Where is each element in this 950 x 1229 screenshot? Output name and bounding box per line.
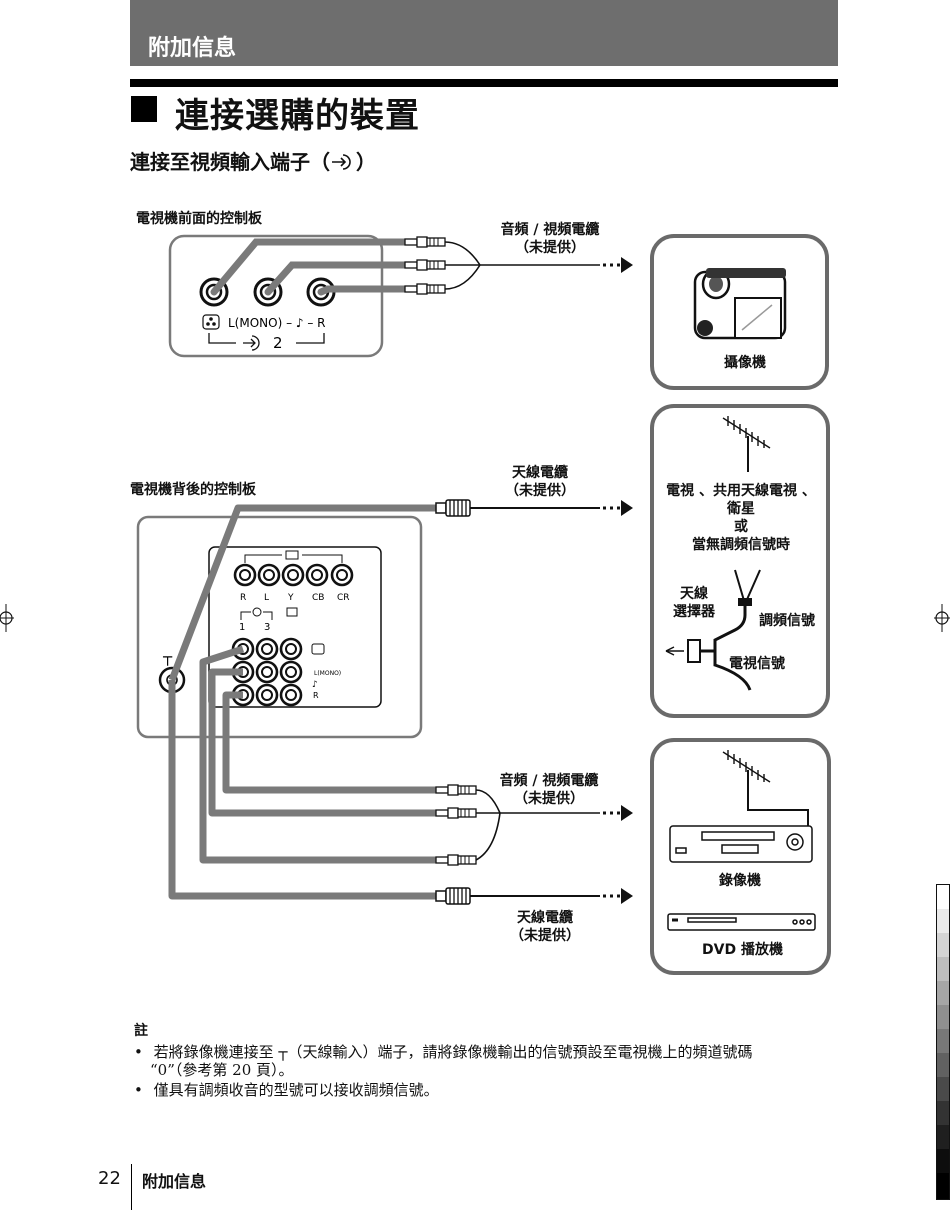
note-item-1: • 若將錄像機連接至 ┬（天線輸入）端子，請將錄像機輸出的信號預設至電視機上的頻…: [134, 1042, 834, 1062]
footer-section: 附加信息: [142, 1172, 207, 1191]
front-input-icon: [243, 335, 260, 351]
tv-antenna-icon: [722, 416, 771, 472]
page-title: 連接選購的裝置: [175, 96, 420, 136]
camcorder-label: 攝像機: [724, 355, 766, 371]
vcr-icon: [669, 825, 813, 863]
rear-side-label-lmono: L(MONO): [314, 670, 341, 677]
cable-av-1-line1: 音頻 / 視頻電纜: [500, 222, 600, 238]
rear-panel-label: 電視機背後的控制板: [130, 482, 256, 498]
antenna-selector-icon: [665, 569, 761, 691]
subtitle-end: ）: [356, 150, 376, 174]
subtitle-text: 連接至視頻輸入端子（: [130, 150, 330, 174]
antenna-selector-label: 天線 選擇器: [664, 585, 724, 621]
registration-mark-right-icon: [934, 604, 950, 632]
page-subtitle: 連接至視頻輸入端子（ ）: [130, 146, 376, 175]
cable-ant-label-2: 天線電纜 （未提供）: [480, 909, 610, 945]
title-square-icon: [131, 96, 157, 122]
grayscale-strip: [936, 884, 950, 1200]
cable-ant-label-1: 天線電纜 （未提供）: [475, 464, 605, 500]
section-header: 附加信息: [148, 36, 237, 61]
tv-signal-label: 電視信號: [729, 656, 785, 672]
cable-av-label-1: 音頻 / 視頻電纜 （未提供）: [470, 221, 630, 257]
front-jack-caption: L(MONO) – ♪ – R: [228, 316, 326, 330]
antenna-box-line3: 或: [734, 519, 748, 535]
antenna-box-text: 電視 、共用天線電視 、 衛星 或 當無調頻信號時: [656, 482, 826, 554]
fm-signal-label: 調頻信號: [759, 613, 815, 629]
selector-line2: 選擇器: [673, 604, 715, 620]
note-text-1-cont: “0”（參考第 20 頁）。: [150, 1061, 294, 1079]
component-label-r: R: [240, 593, 246, 603]
cable-av-2-line2: （未提供）: [514, 791, 584, 807]
rear-side-label-note: ♪: [312, 680, 318, 690]
video-jack-icon: [202, 314, 220, 330]
header-bar: [130, 0, 838, 66]
antenna-box: [650, 404, 830, 718]
header-rule: [130, 79, 838, 87]
component-label-cr: CR: [337, 593, 350, 603]
page-number: 22: [98, 1168, 121, 1189]
antenna-box-line4: 當無調頻信號時: [692, 537, 790, 553]
front-cables: [210, 238, 409, 296]
component-label-cb: CB: [312, 593, 324, 603]
registration-mark-left-icon: [0, 604, 14, 632]
dvd-player-icon: [667, 913, 816, 931]
dvd-label: DVD 播放機: [702, 942, 783, 958]
rear-cables: [168, 504, 436, 900]
vcr-antenna-icon: [722, 750, 809, 826]
component-label-y: Y: [287, 593, 294, 603]
front-panel-label: 電視機前面的控制板: [136, 211, 262, 227]
rear-side-label-r: R: [313, 691, 319, 700]
note-text-2: 僅具有調頻收音的型號可以接收調頻信號。: [153, 1081, 439, 1099]
component-label-l: L: [264, 593, 269, 603]
antenna-box-line1: 電視 、共用天線電視 、: [666, 483, 816, 499]
antenna-input-symbol: ┬: [162, 648, 173, 666]
rear-panel: R L Y CB CR 1 3 L(MONO) ♪ R ┬: [136, 515, 423, 739]
notes-heading: 註: [134, 1023, 148, 1039]
selector-line1: 天線: [680, 586, 708, 602]
note-text-1: 若將錄像機連接至 ┬（天線輸入）端子，請將錄像機輸出的信號預設至電視機上的頻道號…: [153, 1043, 753, 1061]
cable-av-label-2: 音頻 / 視頻電纜 （未提供）: [484, 772, 614, 808]
note-item-2: • 僅具有調頻收音的型號可以接收調頻信號。: [134, 1080, 439, 1100]
cable-av-1-line2: （未提供）: [515, 240, 585, 256]
arrow-to-antenna-icon: [601, 498, 635, 518]
camcorder-icon: [693, 268, 787, 340]
cable-ant-2-line1: 天線電纜: [517, 910, 573, 926]
note-bullet-1: •: [134, 1043, 143, 1061]
arrow-to-camcorder-icon: [601, 255, 635, 275]
note-bullet-2: •: [134, 1081, 143, 1099]
front-panel: L(MONO) – ♪ – R 2: [168, 234, 384, 358]
footer-separator: [131, 1164, 132, 1210]
input-number-1: 1: [239, 622, 245, 633]
vcr-label: 錄像機: [719, 873, 761, 889]
cable-ant-2-line2: （未提供）: [510, 928, 580, 944]
cable-ant-1-line2: （未提供）: [505, 483, 575, 499]
arrow-to-dvd-icon: [601, 886, 635, 906]
input-number-3: 3: [264, 622, 270, 633]
antenna-box-line2: 衛星: [727, 501, 755, 517]
front-input-number: 2: [273, 334, 283, 352]
video-input-icon: [332, 154, 351, 170]
cable-ant-1-line1: 天線電纜: [512, 465, 568, 481]
cable-av-2-line1: 音頻 / 視頻電纜: [499, 773, 599, 789]
